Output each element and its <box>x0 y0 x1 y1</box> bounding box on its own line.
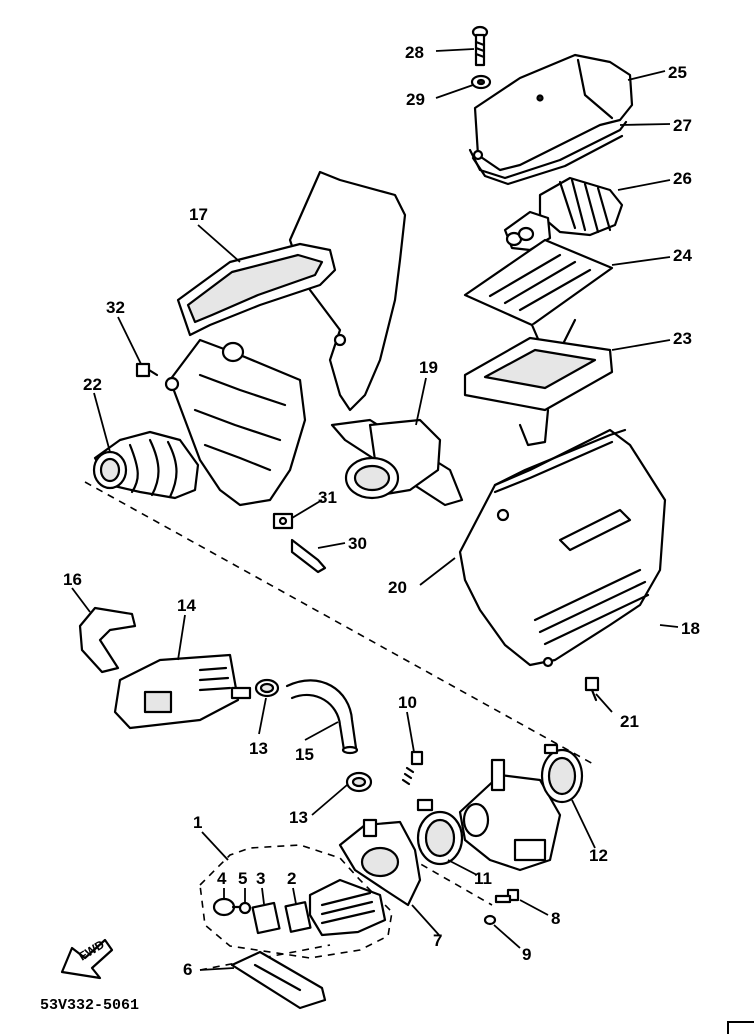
page-corner-mark <box>727 1021 754 1034</box>
callout-12: 12 <box>589 846 608 865</box>
reed-valve-body <box>308 878 387 937</box>
screw-10 <box>401 750 424 786</box>
callout-22: 22 <box>83 375 102 394</box>
callout-24: 24 <box>673 246 692 265</box>
callout-28: 28 <box>405 43 424 62</box>
callout-23: 23 <box>673 329 692 348</box>
air-filter-cover-25 <box>473 53 634 172</box>
fwd-arrow-icon: FWD <box>60 937 114 980</box>
stopper-3 <box>251 901 281 935</box>
callout-9: 9 <box>522 945 531 964</box>
screw-21 <box>584 676 600 702</box>
clamp-12 <box>540 743 584 804</box>
callout-26: 26 <box>673 169 692 188</box>
callout-2: 2 <box>287 869 296 888</box>
callout-29: 29 <box>406 90 425 109</box>
washer-9 <box>483 914 497 926</box>
joint-26 <box>503 176 624 252</box>
band-16 <box>78 606 137 674</box>
washer-5 <box>238 901 252 915</box>
gasket-27 <box>468 120 628 186</box>
callout-6: 6 <box>183 960 192 979</box>
callout-31: 31 <box>318 488 337 507</box>
callout-10: 10 <box>398 693 417 712</box>
callout-8: 8 <box>551 909 560 928</box>
bolt-8 <box>494 888 520 904</box>
callout-16: 16 <box>63 570 82 589</box>
reed-valve-2 <box>284 901 312 933</box>
air-filter-case-lower <box>458 428 667 668</box>
leader-lines <box>71 48 679 971</box>
callout-30: 30 <box>348 534 367 553</box>
clamp-13-lower <box>345 771 373 793</box>
bolt-28 <box>471 25 489 67</box>
callout-17: 17 <box>189 205 208 224</box>
carburetor <box>458 758 562 872</box>
air-filter-element-24 <box>463 238 614 357</box>
screw-4 <box>212 897 242 917</box>
diagram-code: 53V332-5061 <box>40 997 139 1014</box>
reed-valve-assembly-outline <box>199 844 393 959</box>
callout-13-upper: 13 <box>249 739 268 758</box>
intake-joint-19 <box>330 418 464 507</box>
breather-tank-14 <box>113 653 252 730</box>
clamp-31 <box>272 512 294 530</box>
breather-hose-15 <box>285 679 359 755</box>
callout-15: 15 <box>295 745 314 764</box>
callout-18: 18 <box>681 619 700 638</box>
screw-32 <box>135 362 159 378</box>
callout-3: 3 <box>256 869 265 888</box>
air-filter-joint <box>92 430 200 500</box>
callout-7: 7 <box>433 931 442 950</box>
element-guide-23 <box>463 336 614 447</box>
callout-32: 32 <box>106 298 125 317</box>
callout-5: 5 <box>238 869 247 888</box>
carburetor-joint-7 <box>338 818 422 907</box>
callout-27: 27 <box>673 116 692 135</box>
callout-1: 1 <box>193 813 202 832</box>
callout-11: 11 <box>474 869 492 888</box>
air-filter-case-upper <box>164 170 407 507</box>
callout-20: 20 <box>388 578 407 597</box>
callout-4: 4 <box>217 869 227 888</box>
callout-25: 25 <box>668 63 687 82</box>
callout-14: 14 <box>177 596 196 615</box>
callout-numbers: 28 29 25 27 26 24 23 17 32 22 19 31 30 2… <box>63 43 700 979</box>
callout-21: 21 <box>620 712 639 731</box>
gasket-6 <box>230 950 327 1010</box>
clamp-11 <box>416 798 464 866</box>
callout-19: 19 <box>419 358 438 377</box>
clamp-13-upper <box>254 678 280 698</box>
callout-13-lower: 13 <box>289 808 308 827</box>
washer-29 <box>470 74 492 90</box>
hose-30 <box>290 538 327 574</box>
